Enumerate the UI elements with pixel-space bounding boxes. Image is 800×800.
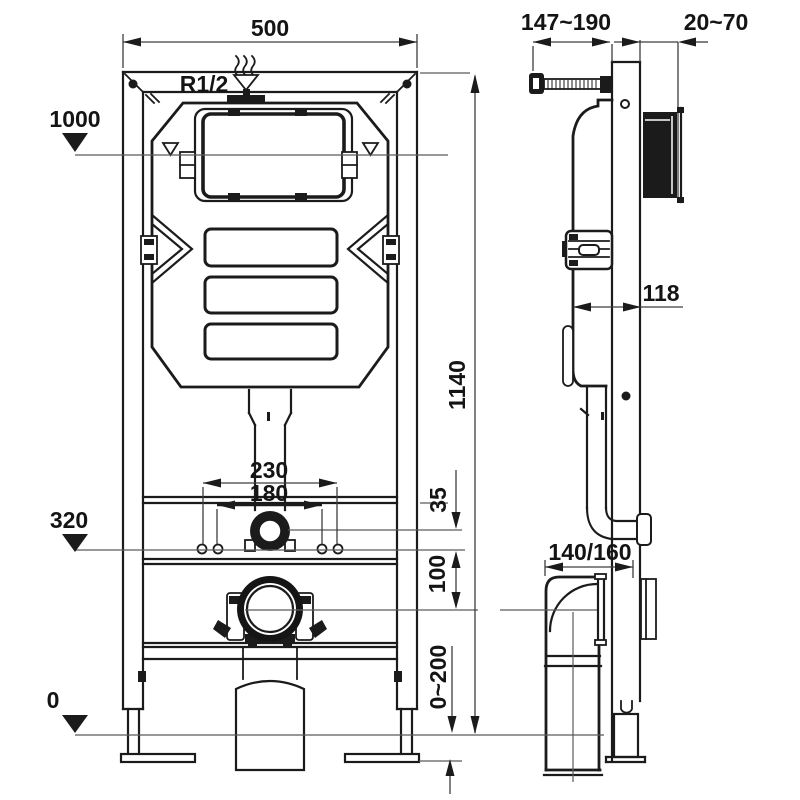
tank-rib-2 (203, 275, 339, 315)
flush-pipe (247, 388, 293, 512)
foot-plate-left (119, 752, 197, 764)
front-view (119, 54, 421, 772)
offset-100-label: 100 (424, 555, 450, 593)
tank-rib-3 (203, 322, 339, 361)
mounting-frame (119, 70, 421, 764)
frame-screw-side (621, 391, 631, 401)
dim-outlet-bend: 140/160 (544, 539, 634, 578)
flush-connector (244, 511, 296, 552)
side-view (529, 42, 684, 782)
leg-clamp-right (394, 671, 402, 682)
dim-datum-320: 320 (50, 507, 88, 552)
dim-width-500: 500 (122, 15, 418, 68)
dim-offset-35: 35 (425, 470, 461, 529)
water-wave-icon (234, 54, 240, 78)
waste-outlet (213, 576, 327, 647)
dim-wall-distance: 20~70 (614, 9, 748, 47)
waste-pipe-lower (234, 646, 306, 772)
foot-slot (620, 700, 633, 714)
waste-elbow (542, 573, 657, 782)
inlet-funnel-icon (232, 74, 260, 92)
water-level-label: 1000 (49, 106, 100, 132)
fixing-inner-label: 180 (250, 480, 288, 506)
dim-floor-0: 0 (47, 687, 88, 733)
dimensions: 500 R1/2 1000 320 0 1140 (47, 9, 748, 794)
dim-leg-adjust: 0~200 (425, 645, 457, 794)
leg-clamp-left (138, 671, 146, 682)
tank-chevron-right (346, 213, 390, 285)
dim-fixing-230: 230 (202, 457, 338, 544)
fixing-holes (196, 543, 344, 555)
datum-320-label: 320 (50, 507, 88, 533)
dim-depth-118: 118 (573, 280, 683, 312)
wall-distance-label: 20~70 (684, 9, 749, 35)
dim-water-level-1000: 1000 (49, 106, 101, 152)
tank-back-bump (562, 325, 574, 387)
frame-screw-left (128, 79, 138, 89)
height-label: 1140 (444, 360, 470, 410)
reference-lines (75, 72, 604, 762)
frame-screw-right (402, 79, 412, 89)
side-frame-profile (604, 60, 647, 764)
wall-anchor-rod (529, 73, 612, 94)
floor-label: 0 (47, 687, 60, 713)
dim-fixing-180: 180 (216, 480, 323, 544)
water-level-icon-left (161, 142, 180, 157)
flush-outlet-socket (636, 513, 652, 546)
foot-plate-right (343, 752, 421, 764)
cistern-tank (140, 101, 400, 389)
waste-sleeve (640, 578, 657, 640)
frame-hole (620, 99, 630, 109)
tank-rib-1 (203, 227, 339, 268)
flush-plate-box (643, 42, 684, 204)
side-flush-pipe (579, 384, 652, 546)
dim-height-1140: 1140 (444, 74, 480, 734)
leg-adjust-label: 0~200 (425, 645, 451, 710)
dim-offset-100: 100 (424, 551, 461, 609)
rod-range-label: 147~190 (521, 9, 611, 35)
dim-rod-range: 147~190 (521, 9, 641, 71)
outlet-bend-label: 140/160 (548, 539, 631, 565)
dim-width-label: 500 (251, 15, 289, 41)
fixing-outer-label: 230 (250, 457, 288, 483)
tank-chevron-left (150, 213, 194, 285)
inlet-thread-label: R1/2 (180, 71, 229, 97)
side-tank-profile (562, 98, 614, 388)
water-level-icon-right (361, 142, 380, 157)
side-foot (612, 712, 640, 759)
depth-label: 118 (642, 280, 679, 306)
offset-35-label: 35 (425, 487, 451, 513)
